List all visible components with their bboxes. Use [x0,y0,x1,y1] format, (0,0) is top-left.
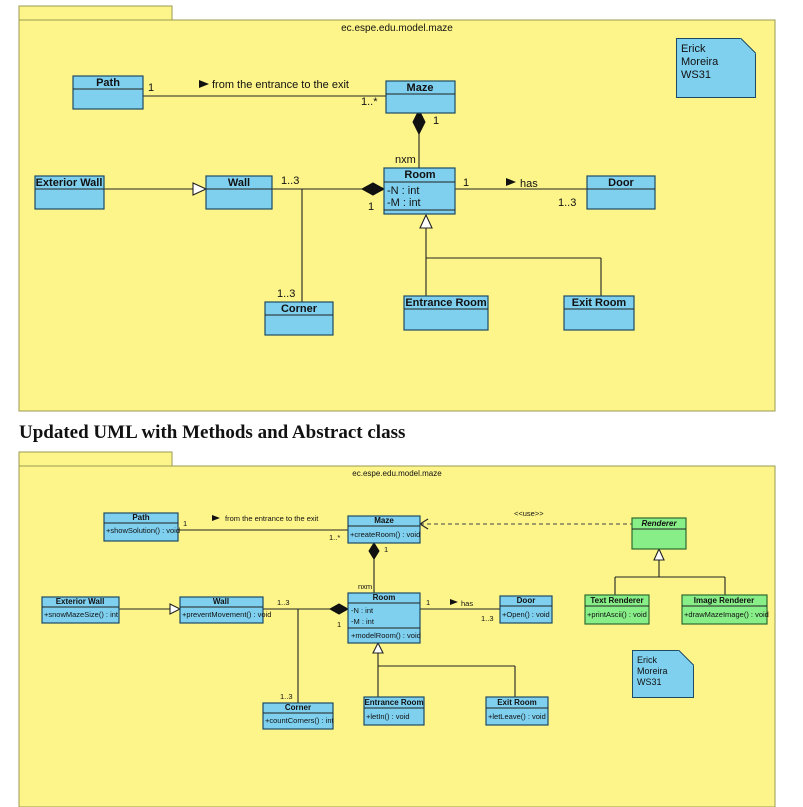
note-1-line-1: Erick [681,43,706,55]
note-2-line-2: Moreira [637,666,668,676]
class2-maze-op: +createRoom() : void [350,530,420,539]
class2-door-name: Door [517,596,536,605]
class2-exterior-wall-op: +snowMazeSize() : int [44,610,119,619]
class2-image-renderer-name: Image Renderer [694,596,754,605]
class-door: Door [586,175,656,210]
class-wall-name: Wall [228,177,250,189]
class-maze-name: Maze [407,82,434,94]
class2-image-renderer: Image Renderer +drawMazeImage() : void [681,594,769,625]
room-attr-m: -M : int [387,197,421,209]
package-2-name: ec.espe.edu.model.maze [352,469,442,478]
class-room: Room -N : int -M : int [383,167,456,215]
class2-door: Door +Open() : void [499,595,553,624]
note-1-fold [740,38,756,54]
relationships-1 [104,80,602,302]
class-exterior-wall-name: Exterior Wall [36,177,103,189]
label-corner-mult: 1..3 [277,288,295,300]
class-entrance-room-name: Entrance Room [405,297,487,309]
label-nxm: nxm [395,154,416,166]
class2-exit-room-op: +letLeave() : void [488,712,546,721]
label-room-wall-1: 1 [368,201,374,213]
label2-wall-mult: 1..3 [277,598,290,607]
class2-path-name: Path [132,513,149,522]
class-wall: Wall [205,175,273,210]
note-2-line-3: WS31 [637,677,662,687]
label2-room-door-1: 1 [426,598,430,607]
class2-text-renderer-op: +printAscii() : void [587,610,647,619]
class2-path: Path +showSolution() : void [103,512,180,542]
class2-exit-room: Exit Room +letLeave() : void [485,696,549,726]
class2-corner-op: +countCorners() : int [265,716,334,725]
class2-wall: Wall +preventMovement() : void [179,596,271,624]
note-1-line-2: Moreira [681,56,719,68]
label-maze-many: 1..* [361,96,378,108]
class-exit-room-name: Exit Room [572,297,627,309]
class-room-name: Room [404,169,435,181]
class2-wall-name: Wall [213,597,229,606]
class2-path-op: +showSolution() : void [106,526,180,535]
label2-nxm: nxm [358,582,372,591]
label-wall-mult: 1..3 [281,175,299,187]
class2-text-renderer: Text Renderer +printAscii() : void [584,594,650,625]
class2-room: Room -N : int -M : int +modelRoom() : vo… [347,592,421,644]
class-entrance-room: Entrance Room [403,295,489,331]
note-2: Erick Moreira WS31 [632,650,694,698]
class2-exterior-wall: Exterior Wall +snowMazeSize() : int [41,596,120,624]
class2-maze: Maze +createRoom() : void [347,515,421,544]
class2-door-op: +Open() : void [502,610,550,619]
label2-room-wall-1: 1 [337,620,341,629]
class2-corner: Corner +countCorners() : int [262,702,334,730]
label2-assoc-name: from the entrance to the exit [225,514,319,523]
section-heading: Updated UML with Methods and Abstract cl… [19,422,406,443]
class2-exterior-wall-name: Exterior Wall [56,597,105,606]
class2-image-renderer-op: +drawMazeImage() : void [684,610,769,619]
label-maze-room-1: 1 [433,115,439,127]
package-1-name: ec.espe.edu.model.maze [341,23,453,34]
note-1-line-3: WS31 [681,69,711,81]
class2-entrance-room-name: Entrance Room [364,698,423,707]
label-path-mult: 1 [148,82,154,94]
label2-maze-room-1: 1 [384,545,388,554]
note-2-line-1: Erick [637,655,657,665]
label2-maze-many: 1..* [329,533,340,542]
class-path-name: Path [96,77,120,89]
label-has: has [520,178,538,190]
relationships-2 [119,515,726,703]
class-path: Path [72,75,144,110]
label2-door-mult: 1..3 [481,614,494,623]
class2-renderer: Renderer [631,517,687,550]
label-room-door-1: 1 [463,177,469,189]
class2-entrance-room: Entrance Room +letIn() : void [363,696,425,726]
class-exterior-wall: Exterior Wall [34,175,105,210]
class2-wall-op: +preventMovement() : void [182,610,271,619]
class2-room-attr-m: -M : int [351,617,375,626]
label2-has: has [461,599,473,608]
note-2-fold [678,650,694,666]
label2-path-mult: 1 [183,519,187,528]
label2-corner-mult: 1..3 [280,692,293,701]
class2-renderer-name: Renderer [641,519,677,528]
label2-stereotype: <<use>> [514,509,544,518]
class2-exit-room-name: Exit Room [497,698,537,707]
class2-entrance-room-op: +letIn() : void [366,712,410,721]
class-corner: Corner [264,301,334,336]
class-exit-room: Exit Room [563,295,635,331]
class2-room-attr-n: -N : int [351,606,374,615]
room-attr-n: -N : int [387,185,419,197]
class-maze: Maze [385,80,456,114]
class2-corner-name: Corner [285,703,311,712]
label-assoc-name: from the entrance to the exit [212,79,349,91]
class-corner-name: Corner [281,303,318,315]
class-door-name: Door [608,177,634,189]
label-door-mult: 1..3 [558,197,576,209]
note-1: Erick Moreira WS31 [676,38,756,98]
class2-text-renderer-name: Text Renderer [590,596,643,605]
class2-room-op: +modelRoom() : void [351,631,421,640]
class2-room-name: Room [373,593,396,602]
class2-maze-name: Maze [374,516,394,525]
